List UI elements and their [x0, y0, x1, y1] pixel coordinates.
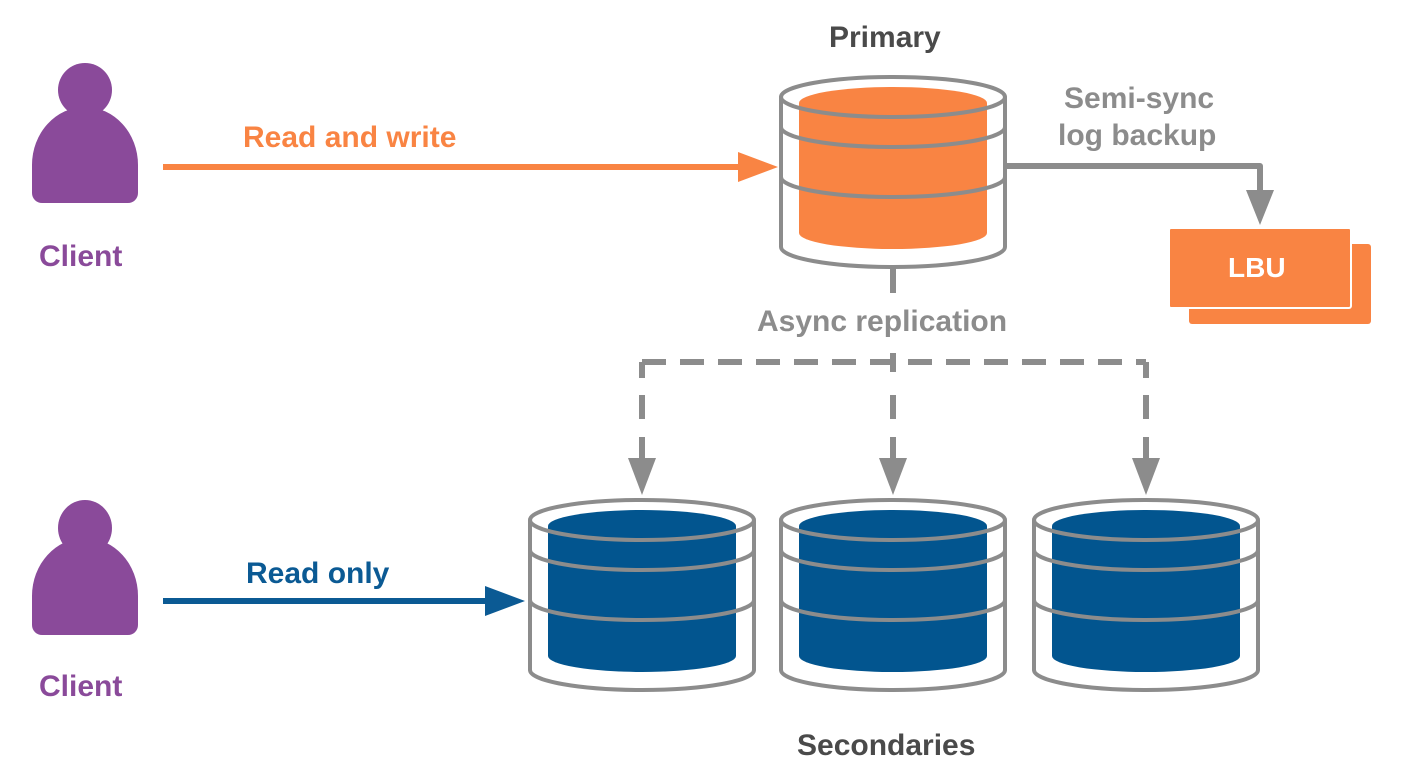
lbu-label: LBU — [1228, 252, 1286, 283]
cylinder-band — [528, 549, 756, 572]
client-top-label: Client — [39, 240, 123, 273]
client-top-person-icon — [32, 63, 138, 203]
semi-sync-label-line1: Semi-sync — [1064, 82, 1215, 115]
primary-database-icon — [779, 75, 1007, 269]
async-replication-label: Async replication — [757, 305, 1008, 338]
cylinder-band — [779, 176, 1007, 199]
secondary-1-database-icon — [528, 498, 756, 692]
lbu-box — [1168, 227, 1371, 324]
semi-sync-label-line2: log backup — [1058, 119, 1217, 152]
async-replication-lines — [639, 262, 1149, 465]
secondary-2-database-icon — [779, 498, 1007, 692]
cylinder-band — [779, 126, 1007, 149]
client-bottom-person-icon — [32, 500, 138, 635]
primary-label: Primary — [829, 21, 941, 54]
secondary-3-database-icon — [1032, 498, 1260, 692]
semi-sync-arrow — [1007, 163, 1274, 225]
cylinder-band — [1032, 549, 1260, 572]
read-only-arrow — [163, 586, 525, 616]
secondaries-label: Secondaries — [797, 729, 976, 762]
cylinder-band — [528, 599, 756, 622]
cylinder-band — [1032, 599, 1260, 622]
read-write-label: Read and write — [243, 121, 457, 154]
read-only-label: Read only — [246, 557, 390, 590]
async-arrowheads — [628, 458, 1160, 495]
cylinder-band — [779, 599, 1007, 622]
client-bottom-label: Client — [39, 670, 123, 703]
cylinder-band — [779, 549, 1007, 572]
read-write-arrow — [163, 152, 778, 182]
